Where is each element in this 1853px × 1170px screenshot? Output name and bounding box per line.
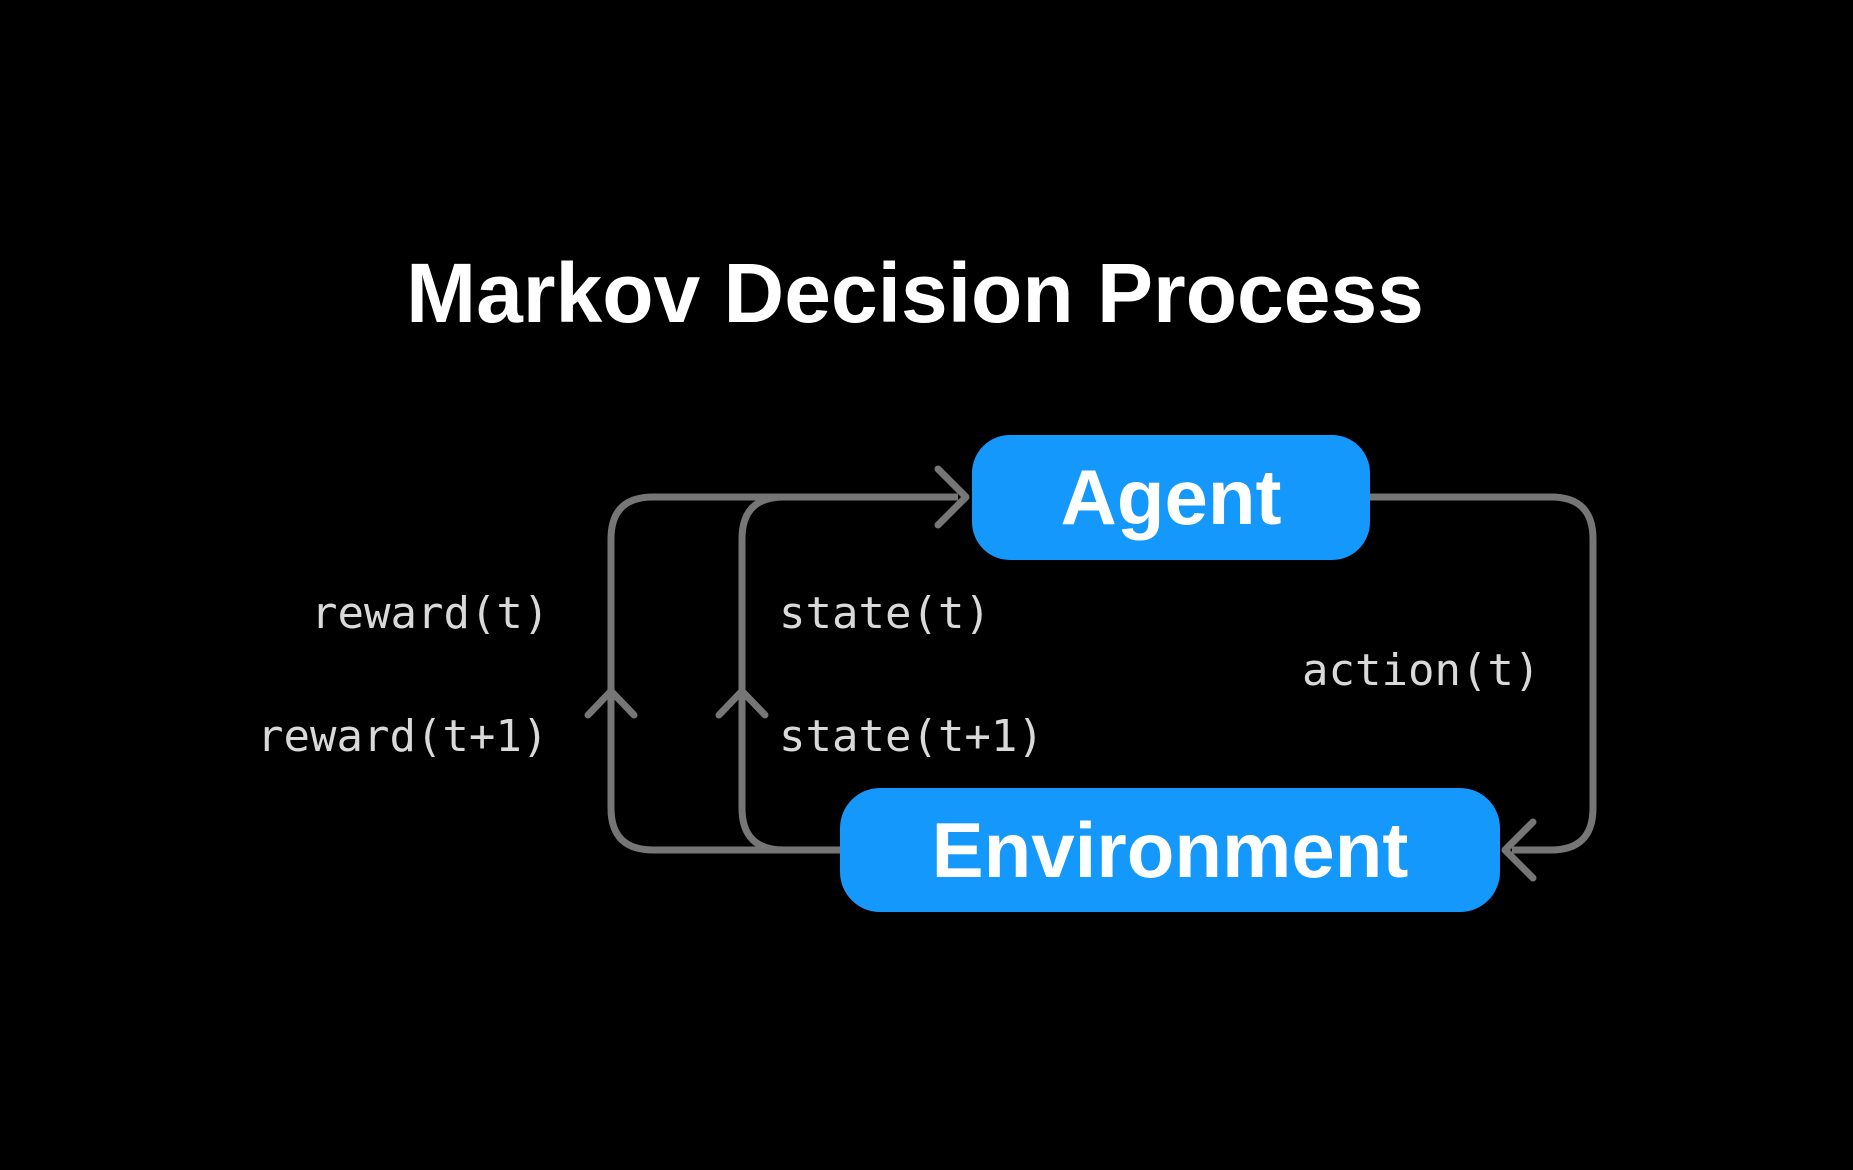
page-title: Markov Decision Process [406,246,1424,340]
state-t-label: state(t) [779,588,991,639]
arrowhead-into-environment-icon [1501,818,1537,882]
arrowhead-into-agent-icon [934,465,970,529]
reward-t-plus-1-label: reward(t+1) [257,711,549,762]
environment-node-label: Environment [931,805,1409,894]
reward-loop-path [607,493,958,854]
agent-node-label: Agent [1060,453,1282,541]
reward-t-label: reward(t) [311,588,550,639]
action-loop-path [1370,493,1597,854]
arrowhead-up-reward-icon [584,687,638,719]
arrowhead-up-state-icon [715,687,769,719]
state-loop-path [738,493,785,854]
state-t-plus-1-label: state(t+1) [779,711,1044,762]
environment-node: Environment [840,788,1500,912]
action-t-label: action(t) [1302,645,1541,696]
agent-node: Agent [972,435,1370,560]
